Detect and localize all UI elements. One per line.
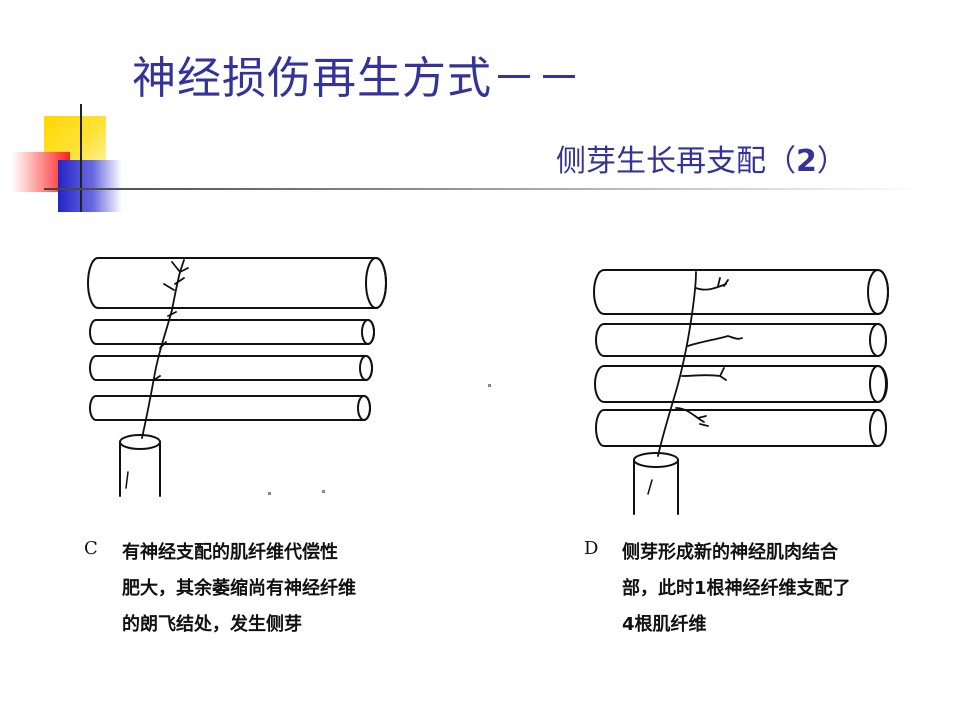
figure-d-caption-line-3: 4根肌纤维 <box>622 614 707 635</box>
fig-c-nerve-stump <box>119 434 161 497</box>
figure-d-label: D <box>584 538 599 559</box>
fig-d-nerve-fiber <box>657 271 743 457</box>
fig-d-muscle-fiber-2 <box>595 323 887 357</box>
decor-vertical-line <box>80 104 82 212</box>
fig-c-muscle-fiber-2 <box>89 319 375 345</box>
figure-c-diagram <box>87 257 387 497</box>
slide-title: 神经损伤再生方式－－ <box>132 53 582 104</box>
decor-blue-square <box>58 160 122 212</box>
subtitle-number: 2 <box>796 144 817 179</box>
fig-d-muscle-fiber-4 <box>595 409 887 447</box>
figure-d-caption-line-2: 部，此时1根神经纤维支配了 <box>622 578 851 599</box>
slide-subtitle: 侧芽生长再支配（2） <box>556 136 847 180</box>
fig-c-muscle-fiber-4 <box>89 395 371 421</box>
fig-c-muscle-fiber-3 <box>89 355 373 381</box>
decor-horizontal-line <box>44 188 924 190</box>
speck-2 <box>322 490 325 493</box>
speck-1 <box>268 492 271 495</box>
figure-c-caption-line-2: 肥大，其余萎缩尚有神经纤维 <box>122 578 356 599</box>
fig-c-large-muscle-fiber <box>87 257 387 309</box>
fig-d-nerve-stump <box>633 452 679 515</box>
fig-d-muscle-fiber-3 <box>594 365 888 403</box>
speck-3 <box>488 384 491 387</box>
figure-d-diagram <box>593 269 889 515</box>
figure-d-caption-line-1: 侧芽形成新的神经肌肉结合 <box>622 542 838 563</box>
fig-c-nerve-fiber <box>141 259 189 439</box>
subtitle-close: ） <box>816 144 847 179</box>
figure-c-caption-line-3: 的朗飞结处，发生侧芽 <box>122 614 302 635</box>
figure-c-caption-line-1: 有神经支配的肌纤维代偿性 <box>122 542 338 563</box>
subtitle-text: 侧芽生长再支配（ <box>556 144 796 179</box>
figure-c-label: C <box>84 538 98 559</box>
fig-d-muscle-fiber-1 <box>593 269 889 315</box>
